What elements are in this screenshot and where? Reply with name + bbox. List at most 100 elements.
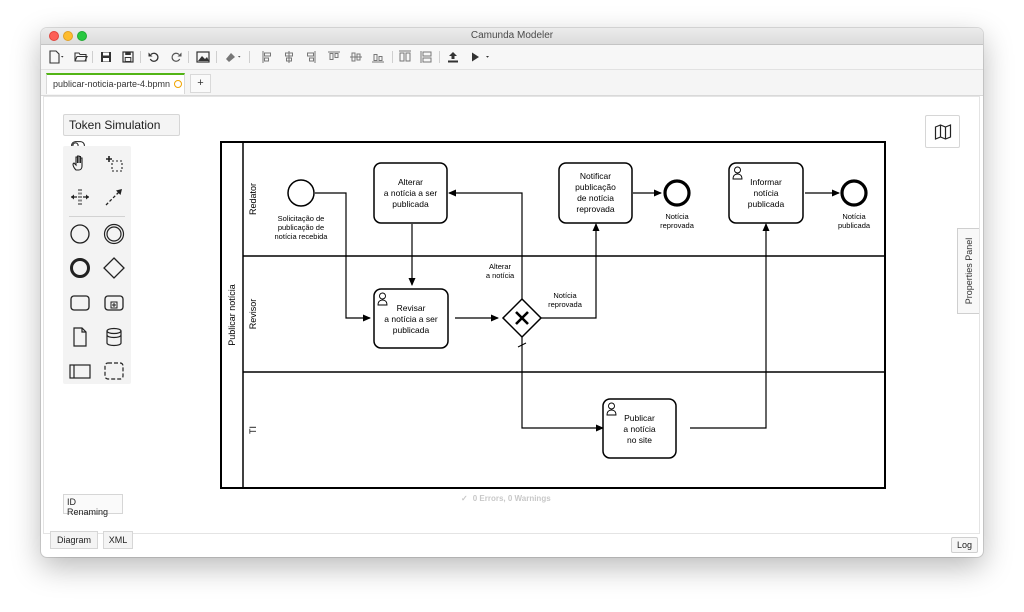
create-subprocess[interactable] (103, 292, 125, 314)
align-top-icon (328, 51, 340, 60)
flow-start-to-revisar[interactable] (315, 192, 371, 322)
start-event[interactable] (287, 179, 315, 207)
token-simulation-toggle[interactable]: Token Simulation (63, 114, 180, 150)
title-bar: Camunda Modeler (41, 28, 983, 45)
map-icon (934, 123, 951, 140)
align-right-button[interactable] (305, 50, 317, 64)
save-as-button[interactable] (121, 50, 135, 64)
align-left-icon (262, 51, 271, 63)
pool[interactable] (220, 141, 886, 489)
pool-label: Publicar notícia (227, 284, 237, 346)
task-informar[interactable] (728, 162, 804, 224)
zoom-window-button[interactable] (77, 31, 87, 41)
log-button[interactable]: Log (951, 537, 978, 553)
align-left-button[interactable] (261, 50, 273, 64)
space-tool[interactable] (69, 186, 91, 208)
end-event-icon (70, 258, 90, 278)
task-publicar[interactable] (602, 398, 677, 459)
folder-open-icon (74, 52, 88, 62)
deploy-button[interactable] (446, 50, 460, 64)
image-icon (196, 51, 210, 63)
align-middle-button[interactable] (349, 50, 363, 64)
subprocess-icon (104, 295, 124, 311)
close-window-button[interactable] (49, 31, 59, 41)
redo-button[interactable] (169, 50, 183, 64)
align-right-icon (307, 51, 316, 63)
create-participant[interactable] (69, 360, 91, 382)
new-file-button[interactable] (48, 50, 66, 64)
start-event-label-line: Solicitação de (278, 214, 325, 223)
user-task-icon (377, 292, 388, 306)
task-alterar[interactable] (373, 162, 448, 224)
end-event-reprovada[interactable] (663, 179, 691, 207)
create-end-event[interactable] (69, 257, 91, 279)
hand-tool[interactable] (69, 152, 91, 174)
create-data-object[interactable] (69, 326, 91, 348)
properties-panel-toggle[interactable]: Properties Panel (957, 228, 979, 314)
start-instance-button[interactable] (469, 50, 495, 64)
lint-status[interactable]: ✓0 Errors, 0 Warnings (461, 494, 551, 503)
file-tab-label: publicar-noticia-parte-4.bpmn (53, 79, 171, 89)
hand-tool-icon (72, 155, 83, 171)
id-renaming-button[interactable]: ID Renaming (63, 494, 123, 517)
tab-xml[interactable]: XML (103, 531, 133, 549)
gateway-icon (103, 257, 125, 279)
lasso-tool-icon (106, 156, 123, 172)
task-notificar[interactable] (558, 162, 633, 224)
upload-icon (448, 52, 458, 63)
align-middle-icon (350, 52, 362, 62)
minimize-window-button[interactable] (63, 31, 73, 41)
participant-icon (69, 364, 91, 379)
align-bottom-button[interactable] (371, 50, 385, 64)
flow-publicar-to-informar[interactable] (690, 223, 770, 429)
play-icon (472, 52, 489, 62)
create-group[interactable] (103, 360, 125, 382)
distribute-vertical-button[interactable] (420, 50, 434, 64)
color-picker-button[interactable] (223, 50, 245, 64)
distribute-horizontal-icon (399, 50, 411, 62)
undo-button[interactable] (147, 50, 161, 64)
save-button[interactable] (99, 50, 113, 64)
unsaved-indicator-icon (174, 80, 183, 88)
space-tool-icon (71, 189, 89, 205)
create-intermediate-event[interactable] (103, 223, 125, 245)
token-simulation-label: Token Simulation (69, 118, 161, 132)
data-store-icon (106, 327, 122, 347)
create-gateway[interactable] (103, 257, 125, 279)
minimap-toggle-button[interactable] (925, 115, 960, 148)
bpmn-diagram[interactable]: Publicar notícia Redator Revisor TI Soli… (219, 140, 889, 490)
create-start-event[interactable] (69, 223, 91, 245)
tab-diagram[interactable]: Diagram (50, 531, 98, 549)
toolbar (41, 45, 983, 70)
new-tab-button[interactable]: + (190, 74, 211, 93)
end-event-publicada[interactable] (840, 179, 868, 207)
distribute-horizontal-button[interactable] (398, 50, 412, 64)
redo-icon (171, 52, 182, 62)
create-task[interactable] (69, 292, 91, 314)
save-icon (101, 52, 111, 62)
export-image-button[interactable] (195, 50, 211, 64)
new-file-icon (49, 50, 64, 64)
open-file-button[interactable] (74, 50, 88, 64)
flow-gateway-to-publicar[interactable] (521, 337, 604, 432)
lasso-tool[interactable] (103, 152, 125, 174)
file-tab[interactable]: publicar-noticia-parte-4.bpmn (46, 73, 185, 94)
task-revisar[interactable] (373, 288, 449, 349)
align-center-icon (285, 51, 293, 63)
flow-gateway-to-notificar[interactable] (541, 223, 600, 319)
create-data-store[interactable] (103, 326, 125, 348)
tool-palette (63, 146, 131, 384)
align-center-button[interactable] (283, 50, 295, 64)
undo-icon (148, 52, 159, 62)
global-connect-tool[interactable] (103, 186, 125, 208)
align-top-button[interactable] (327, 50, 341, 64)
lane-label-revisor: Revisor (248, 299, 258, 330)
flow-gateway-to-alterar[interactable] (448, 189, 523, 299)
data-object-icon (73, 327, 87, 347)
user-task-icon (732, 166, 743, 180)
